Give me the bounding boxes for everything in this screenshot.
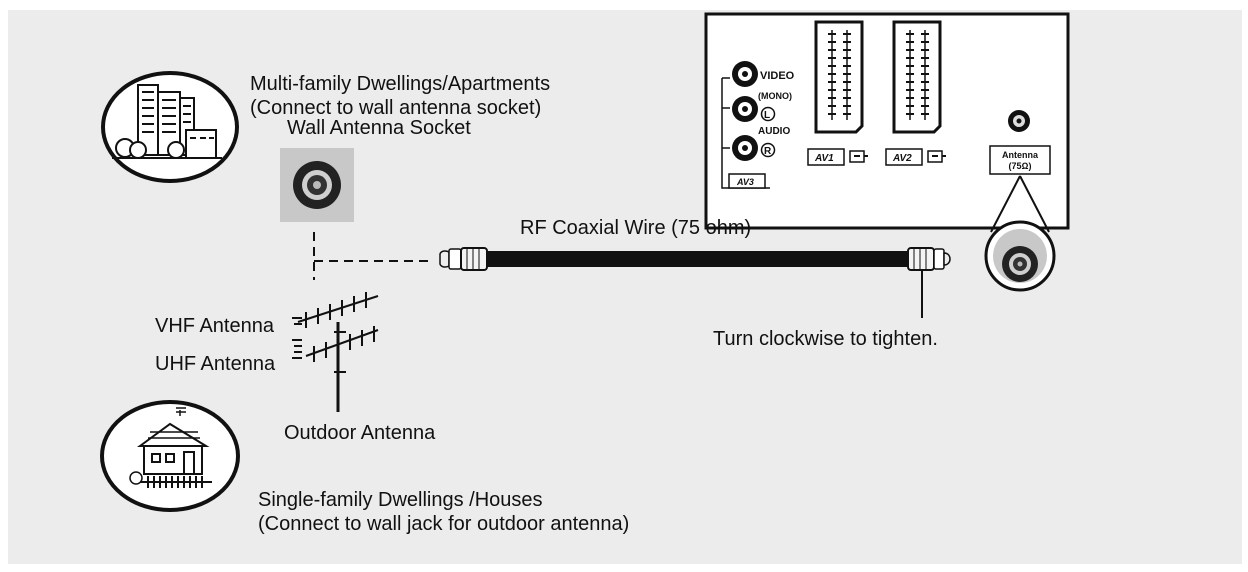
scart-av1-icon [814, 20, 864, 134]
antenna-input-tag [989, 145, 1051, 175]
vhf-antenna-label: VHF Antenna [155, 315, 274, 337]
audio-l-mark: L [764, 110, 770, 121]
video-jack-icon [732, 61, 758, 87]
audio-left-jack-icon [732, 96, 758, 122]
tighten-note: Turn clockwise to tighten. [713, 328, 938, 350]
tv-rear-panel: VIDEO (MONO) L AUDIO R AV3 AV1 [704, 12, 1070, 230]
houses-caption: Single-family Dwellings /Houses (Connect… [258, 488, 629, 536]
cable-connector-left [448, 248, 462, 270]
outdoor-antenna-icon [292, 292, 379, 412]
wall-socket-label: Wall Antenna Socket [287, 117, 471, 139]
av3-tag [728, 173, 766, 189]
antenna-input-ohm: (75Ω) [1009, 161, 1032, 171]
cable-tip-left [439, 250, 450, 268]
apartments-caption-line1: Multi-family Dwellings/Apartments [250, 73, 551, 95]
zoom-callout-lines [990, 175, 1050, 233]
cable-body [487, 251, 908, 267]
house-icon [100, 400, 240, 512]
audio-label: AUDIO [758, 126, 790, 137]
av2-label: AV2 [892, 153, 912, 164]
av1-tag [807, 148, 845, 166]
av3-label: AV3 [736, 177, 754, 187]
cable-label: RF Coaxial Wire (75 ohm) [520, 217, 752, 239]
apartment-building-icon [101, 71, 239, 183]
apartments-caption: Multi-family Dwellings/Apartments (Conne… [250, 72, 550, 120]
apartment-house [185, 129, 217, 159]
antenna-input-label: Antenna [1002, 150, 1039, 160]
video-jack-label: VIDEO [760, 70, 795, 82]
rf-coaxial-cable [439, 247, 951, 271]
tv-antenna-jack-icon [1008, 110, 1030, 132]
mono-label: (MONO) [758, 91, 792, 101]
scart-av2-icon [892, 20, 942, 134]
av2-tag [885, 148, 923, 166]
audio-r-mark: R [764, 146, 772, 157]
antenna-jack-zoom [984, 220, 1056, 292]
outdoor-antenna-label: Outdoor Antenna [284, 422, 436, 444]
houses-caption-line1: Single-family Dwellings /Houses [258, 489, 543, 511]
wall-antenna-socket [280, 148, 354, 222]
av1-label: AV1 [814, 153, 834, 164]
uhf-antenna-label: UHF Antenna [155, 353, 276, 375]
houses-caption-line2: (Connect to wall jack for outdoor antenn… [258, 513, 630, 535]
apartments-caption-line2: (Connect to wall antenna socket) [250, 97, 542, 119]
audio-right-jack-icon [732, 135, 758, 161]
cable-connector-right [907, 247, 935, 271]
